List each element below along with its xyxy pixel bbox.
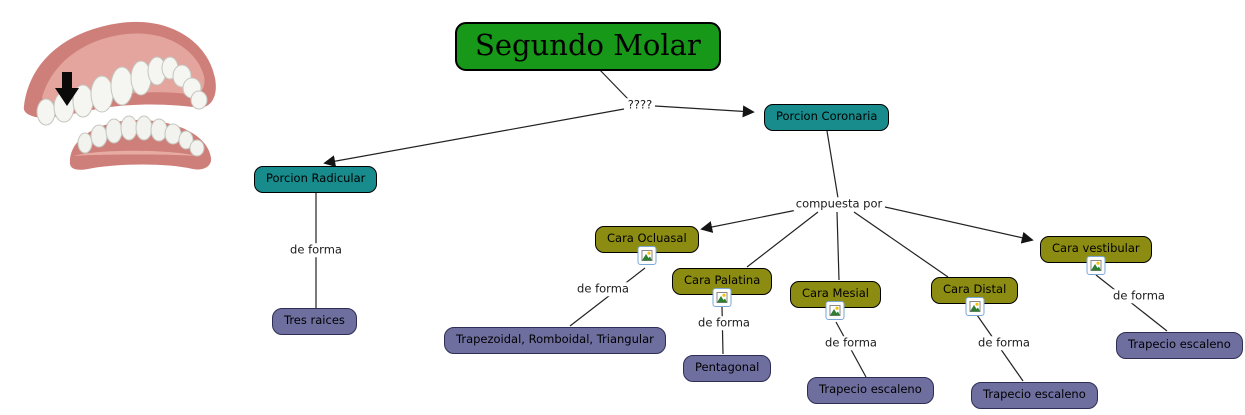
link-palatina-pentagonal — [721, 306, 724, 355]
image-icon[interactable] — [825, 300, 845, 320]
node-porcion-radicular-label: Porcion Radicular — [266, 171, 366, 185]
node-porcion-coronaria-label: Porcion Coronaria — [776, 109, 878, 123]
link-vestibular-trapecio — [1095, 274, 1168, 332]
node-cara-distal[interactable]: Cara Distal — [931, 277, 1019, 316]
link-label-de-forma-ocluasal[interactable]: de forma — [575, 281, 631, 296]
link-title-question — [596, 66, 629, 100]
link-label-de-forma-distal[interactable]: de forma — [976, 335, 1032, 350]
link-label-question[interactable]: ???? — [625, 97, 655, 112]
image-icon[interactable] — [1086, 255, 1106, 275]
molar-marker-arrow — [55, 72, 79, 106]
node-porcion-radicular[interactable]: Porcion Radicular — [254, 166, 378, 193]
node-porcion-coronaria[interactable]: Porcion Coronaria — [764, 104, 890, 131]
link-compuesta-mesial — [836, 211, 840, 281]
node-cara-palatina[interactable]: Cara Palatina — [672, 268, 773, 307]
node-cara-ocluasal[interactable]: Cara Ocluasal — [595, 226, 699, 265]
link-compuesta-ocluasal — [700, 209, 798, 233]
link-coronaria-compuesta — [826, 130, 839, 199]
link-compuesta-palatina — [746, 211, 819, 268]
node-segundo-molar-label: Segundo Molar — [475, 28, 701, 62]
link-question-radicular — [323, 108, 625, 168]
link-ocluasal-trapezoidal — [569, 267, 646, 327]
link-compuesta-distal — [853, 211, 949, 278]
node-trapecio-vestibular-label: Trapecio escaleno — [1128, 337, 1231, 351]
link-label-de-forma-palatina[interactable]: de forma — [696, 315, 752, 330]
link-label-compuesta-por[interactable]: compuesta por — [793, 196, 885, 211]
node-trapezoidal-label: Trapezoidal, Romboidal, Triangular — [456, 332, 654, 346]
link-label-de-forma-vestibular[interactable]: de forma — [1111, 288, 1167, 303]
node-trapecio-mesial-label: Trapecio escaleno — [819, 382, 922, 396]
node-cara-ocluasal-label: Cara Ocluasal — [607, 231, 687, 245]
node-trapecio-escaleno-distal[interactable]: Trapecio escaleno — [971, 382, 1098, 409]
link-question-coronaria — [654, 105, 755, 118]
dental-arches-image — [23, 21, 216, 170]
node-cara-vestibular-label: Cara vestibular — [1052, 241, 1140, 255]
node-pentagonal-label: Pentagonal — [695, 360, 760, 374]
node-trapezoidal-romboidal-triangular[interactable]: Trapezoidal, Romboidal, Triangular — [444, 327, 666, 354]
node-trapecio-distal-label: Trapecio escaleno — [983, 387, 1086, 401]
node-pentagonal[interactable]: Pentagonal — [683, 355, 772, 382]
node-tres-raices[interactable]: Tres raices — [272, 308, 357, 335]
node-tres-raices-label: Tres raices — [284, 313, 345, 327]
image-icon[interactable] — [637, 245, 657, 265]
image-icon[interactable] — [965, 296, 985, 316]
link-label-de-forma-mesial[interactable]: de forma — [823, 335, 879, 350]
node-trapecio-escaleno-vestibular[interactable]: Trapecio escaleno — [1116, 332, 1243, 359]
node-cara-mesial[interactable]: Cara Mesial — [790, 281, 881, 320]
image-icon[interactable] — [712, 287, 732, 307]
node-segundo-molar[interactable]: Segundo Molar — [455, 22, 721, 71]
node-trapecio-escaleno-mesial[interactable]: Trapecio escaleno — [807, 377, 934, 404]
node-cara-vestibular[interactable]: Cara vestibular — [1040, 236, 1152, 275]
link-label-de-forma-radicular[interactable]: de forma — [288, 242, 344, 257]
link-compuesta-vestibular — [884, 206, 1034, 244]
node-cara-distal-label: Cara Distal — [943, 282, 1007, 296]
node-cara-palatina-label: Cara Palatina — [684, 273, 761, 287]
node-cara-mesial-label: Cara Mesial — [802, 286, 869, 300]
